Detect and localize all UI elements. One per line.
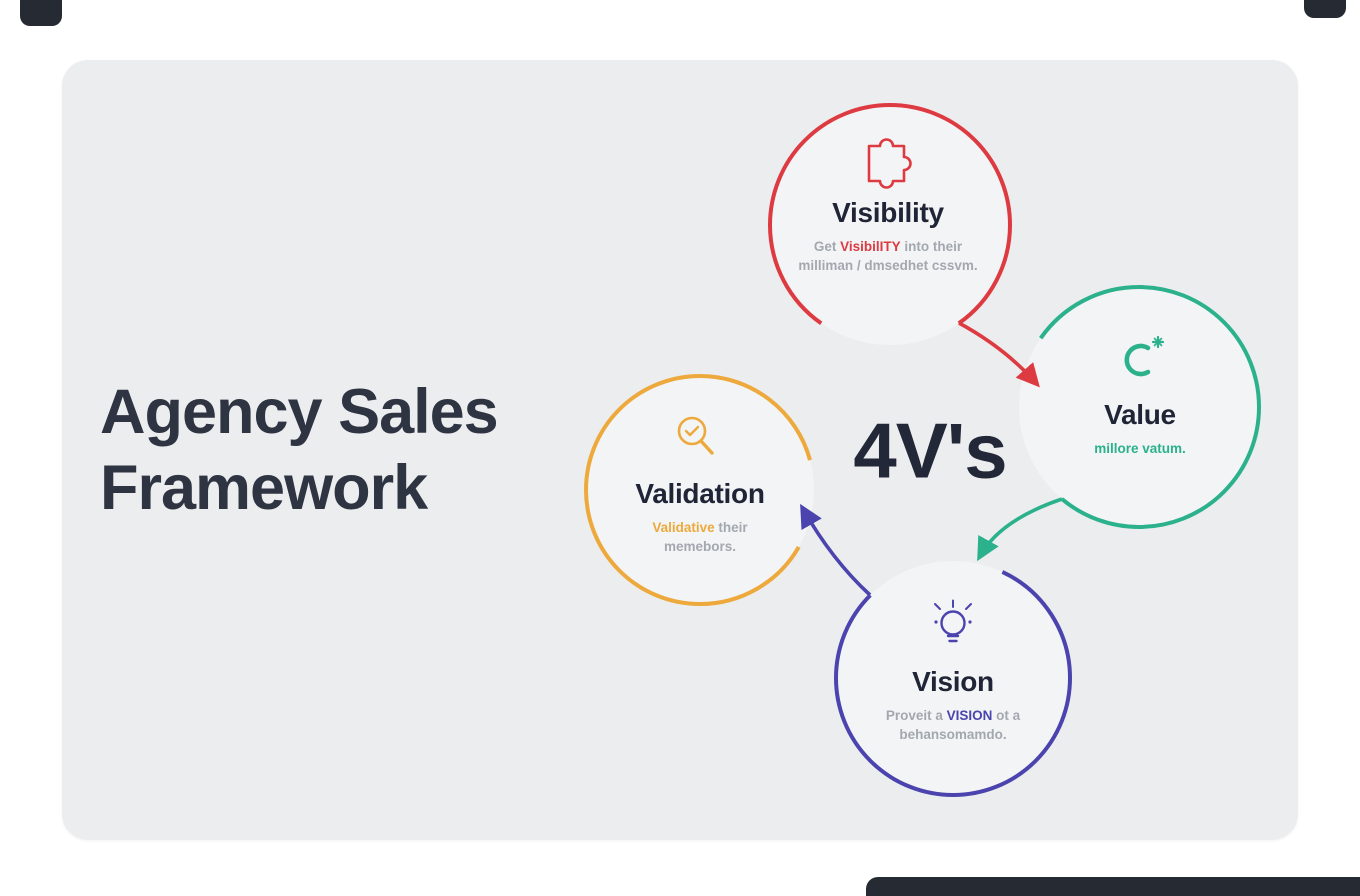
title-line-1: Agency Sales — [100, 377, 499, 447]
node-validation-title: Validation — [635, 478, 765, 509]
search-check-icon — [677, 416, 714, 455]
node-vision: Vision Proveit a VISION ot a behansomamdo… — [828, 666, 1078, 745]
circle-visibility — [768, 103, 1012, 347]
node-visibility-title: Visibility — [832, 197, 944, 228]
node-validation: Validation Validative their memebors. — [575, 478, 825, 557]
desc-text: behansomamdo. — [899, 726, 1007, 742]
desc-text: their — [714, 520, 748, 535]
desc-text: ot a — [992, 708, 1021, 723]
decorative-corner-top-right — [1304, 0, 1346, 18]
title-line-2: Framework — [100, 453, 428, 523]
desc-text: milliman / dmsedhet cssvm. — [798, 257, 978, 273]
desc-text: into their — [900, 239, 963, 254]
arrow-value-to-vision — [977, 497, 1063, 562]
magnet-icon — [1124, 335, 1165, 377]
node-vision-desc: Proveit a VISION ot a behansomamdo. — [828, 707, 1078, 745]
node-visibility: Visibility Get VisibilITY into their mill… — [763, 197, 1013, 276]
desc-text: Proveit a — [885, 708, 947, 723]
node-value: Value millore vatum. — [1015, 399, 1265, 459]
desc-text: memebors. — [663, 538, 737, 554]
circle-validation — [584, 374, 816, 606]
decorative-bar-bottom — [866, 877, 1360, 896]
node-value-desc: millore vatum. — [1015, 440, 1265, 459]
decorative-corner-top-left — [20, 0, 62, 26]
node-vision-title: Vision — [912, 666, 994, 697]
lightbulb-icon — [934, 599, 972, 643]
puzzle-icon — [867, 138, 912, 189]
circle-value — [1017, 285, 1261, 529]
node-visibility-desc: Get VisibilITY into their milliman / dmse… — [763, 238, 1013, 276]
center-label: 4V's — [853, 406, 1007, 495]
arrow-visibility-to-value — [958, 321, 1040, 388]
arrow-vision-to-validation — [800, 503, 872, 597]
desc-highlight: VISION — [946, 708, 993, 723]
node-validation-desc: Validative their memebors. — [575, 519, 825, 557]
circle-vision — [834, 559, 1072, 797]
desc-highlight: millore vatum. — [1094, 441, 1186, 456]
node-value-title: Value — [1104, 399, 1176, 430]
desc-text: Get — [813, 239, 841, 254]
page-title: Agency Sales Framework — [100, 374, 499, 526]
desc-highlight: VisibilITY — [840, 239, 901, 254]
desc-highlight: Validative — [652, 520, 715, 535]
